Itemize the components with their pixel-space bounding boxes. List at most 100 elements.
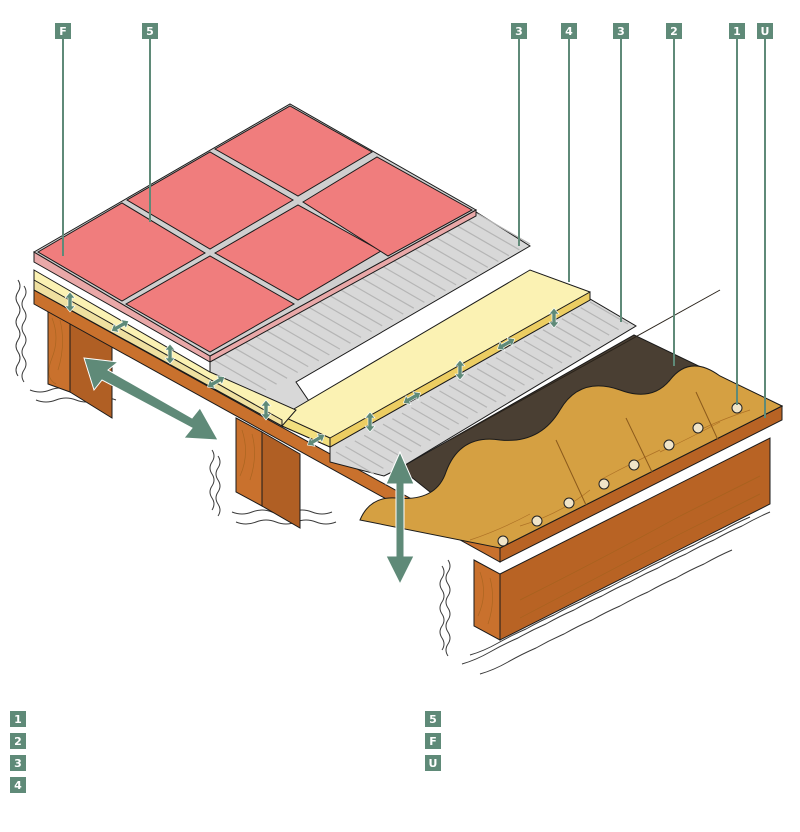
- callout-badge-4: 4: [561, 23, 577, 39]
- membrane-groove: [234, 347, 288, 379]
- legend-item-u: U: [425, 755, 441, 771]
- membrane-groove: [298, 312, 351, 344]
- membrane-groove: [435, 236, 489, 268]
- horizontal-movement-arrow: [83, 357, 219, 441]
- membrane-groove: [382, 423, 422, 447]
- membrane-groove: [361, 277, 415, 309]
- membrane-groove: [456, 225, 510, 257]
- svg-text:4: 4: [14, 779, 22, 792]
- membrane-groove: [570, 312, 610, 336]
- legend-left: 1 2 3 4: [10, 711, 26, 793]
- joist-middle: [235, 417, 301, 529]
- membrane-groove: [448, 384, 488, 408]
- membrane-groove: [429, 395, 469, 419]
- callout-badge-5: 5: [142, 23, 158, 39]
- legend-item-3: 3: [10, 755, 26, 771]
- membrane-groove: [308, 306, 362, 338]
- membrane-groove: [446, 230, 499, 263]
- membrane-groove: [393, 260, 446, 292]
- membrane-groove: [224, 353, 277, 385]
- membrane-grooves: [213, 213, 629, 475]
- membrane-groove: [467, 373, 507, 397]
- membrane-groove: [372, 271, 425, 303]
- callout-badge-u: U: [757, 23, 773, 39]
- callout-badge-3-left: 3: [511, 23, 527, 39]
- membrane-groove: [351, 283, 404, 315]
- legend-right: 5 F U: [425, 711, 441, 771]
- membrane-groove: [373, 429, 412, 453]
- membrane-groove: [486, 362, 525, 386]
- membrane-groove: [245, 341, 298, 374]
- membrane-groove: [477, 213, 531, 245]
- subfloor-deck: [33, 289, 784, 563]
- joists: [47, 305, 771, 641]
- svg-text:5: 5: [429, 713, 437, 726]
- callout-badge-1: 1: [729, 23, 745, 39]
- svg-text:F: F: [59, 25, 67, 38]
- svg-text:3: 3: [14, 757, 22, 770]
- membrane-groove: [514, 345, 554, 369]
- legend: 1 2 3 4 5 F: [10, 711, 441, 793]
- membrane-groove: [329, 295, 383, 327]
- tile-underlayer: [33, 269, 297, 427]
- membrane-groove: [580, 307, 619, 331]
- svg-text:1: 1: [14, 713, 22, 726]
- legend-item-5: 5: [425, 711, 441, 727]
- svg-text:2: 2: [14, 735, 22, 748]
- membrane-groove: [277, 324, 330, 356]
- membrane-groove: [561, 318, 601, 342]
- vertical-movement-arrow: [385, 450, 415, 586]
- screws: [497, 402, 743, 547]
- membrane-groove: [287, 318, 341, 350]
- membrane-groove: [403, 254, 457, 286]
- membrane-groove: [439, 390, 478, 414]
- membrane-groove: [345, 445, 384, 469]
- small-arrows: [64, 291, 560, 447]
- membrane-groove: [523, 340, 563, 364]
- membrane-groove: [340, 289, 393, 321]
- svg-text:5: 5: [146, 25, 154, 38]
- membrane-groove: [542, 329, 582, 353]
- callout-badges: F 5 3 4 3 2 1 U: [55, 23, 773, 39]
- membrane-groove: [255, 336, 309, 368]
- membrane-groove: [401, 412, 441, 436]
- membrane-groove: [420, 401, 460, 425]
- membrane-groove: [363, 434, 403, 458]
- cut-lines: [15, 279, 771, 675]
- svg-text:1: 1: [733, 25, 741, 38]
- joist-right: [473, 437, 771, 641]
- svg-text:U: U: [429, 757, 438, 770]
- tile-covering: [33, 103, 478, 363]
- legend-item-1: 1: [10, 711, 26, 727]
- svg-text:4: 4: [565, 25, 573, 38]
- movement-arrows: [64, 291, 560, 586]
- callout-leaders: [62, 38, 766, 418]
- membrane-groove: [467, 219, 520, 251]
- legend-item-4: 4: [10, 777, 26, 793]
- legend-item-f: F: [425, 733, 441, 749]
- membrane-groove: [392, 418, 431, 442]
- membrane-groove: [533, 334, 572, 358]
- membrane-groove: [457, 379, 497, 403]
- callout-badge-2: 2: [666, 23, 682, 39]
- svg-text:F: F: [429, 735, 437, 748]
- svg-text:U: U: [761, 25, 770, 38]
- membrane-groove: [213, 359, 267, 391]
- membrane-groove: [424, 242, 478, 274]
- callout-badge-3-right: 3: [613, 23, 629, 39]
- svg-text:3: 3: [617, 25, 625, 38]
- svg-text:2: 2: [670, 25, 678, 38]
- membrane-groove: [410, 407, 450, 431]
- membrane-groove: [335, 451, 375, 475]
- membrane-groove: [476, 368, 516, 392]
- tiles: [37, 105, 474, 353]
- membrane-groove: [382, 266, 436, 298]
- legend-item-2: 2: [10, 733, 26, 749]
- membrane-groove: [495, 357, 535, 381]
- membrane-groove: [504, 351, 544, 375]
- svg-text:3: 3: [515, 25, 523, 38]
- membrane-groove: [319, 301, 372, 333]
- membrane-groove: [354, 440, 394, 464]
- callout-badge-f: F: [55, 23, 71, 39]
- membrane-groove: [414, 248, 467, 280]
